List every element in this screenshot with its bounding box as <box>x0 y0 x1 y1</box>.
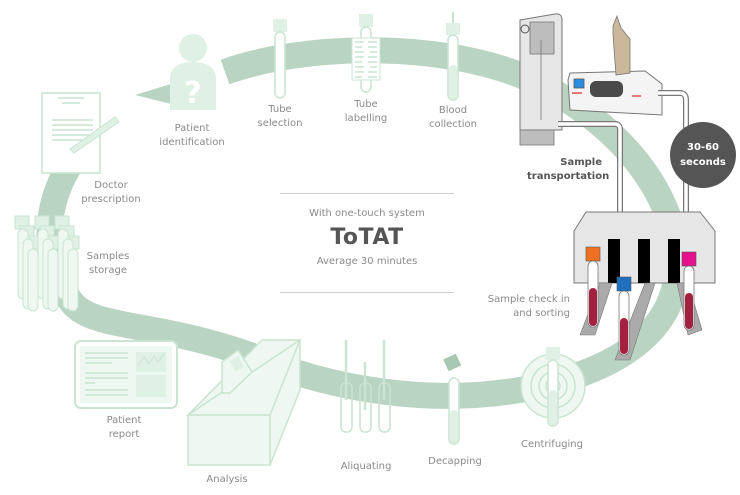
center-summary: With one-touch system ToTAT Average 30 m… <box>280 208 454 267</box>
step-label-blood-collection: Blood collection <box>429 104 477 132</box>
step-label-line: Aliquating <box>340 461 392 472</box>
step-label-samples-storage: Samples storage <box>87 250 130 278</box>
step-label-patient-report: Patient report <box>107 414 142 442</box>
step-label-analysis: Analysis <box>206 473 247 487</box>
step-label-sample-check-in: Sample check in and sorting <box>480 293 570 321</box>
step-label-line: transportation <box>527 171 610 182</box>
step-label-line: Centrifuging <box>521 439 583 450</box>
pneumatic-tube-station-icon <box>519 13 563 146</box>
center-caption: Average 30 minutes <box>316 256 418 267</box>
step-label-aliquating: Aliquating <box>341 460 392 474</box>
duration-badge: 30-60 seconds <box>670 122 736 188</box>
step-label-line: Blood <box>438 105 468 116</box>
patient-report-tablet-icon <box>74 340 178 409</box>
samples-storage-rack-icon <box>14 215 80 312</box>
decapping-tube-icon <box>443 353 462 445</box>
svg-text:?: ? <box>184 76 201 111</box>
duration-badge-unit: seconds <box>680 157 726 168</box>
prescription-icon <box>41 92 120 174</box>
step-label-line: report <box>108 429 140 440</box>
step-label-line: Sample check in <box>487 294 570 305</box>
step-label-tube-selection: Tube selection <box>258 103 303 131</box>
step-label-line: labelling <box>344 113 388 124</box>
blood-tube-blue-cap-icon <box>616 276 632 356</box>
step-label-line: Patient <box>106 415 142 426</box>
step-label-decapping: Decapping <box>428 455 482 469</box>
step-label-line: Sample <box>560 157 602 168</box>
aliquating-tubes-icon <box>340 340 391 433</box>
step-label-line: Doctor <box>94 180 128 191</box>
step-label-tube-labelling: Tube labelling <box>345 98 387 126</box>
step-label-line: collection <box>429 119 477 130</box>
step-label-line: Analysis <box>206 474 248 485</box>
step-label-patient-identification: Patient identification <box>159 122 224 150</box>
center-top-divider <box>280 193 454 194</box>
labelled-tube-icon <box>351 14 381 93</box>
tube-icon <box>273 19 287 99</box>
step-label-line: selection <box>257 118 303 129</box>
step-label-line: Tube <box>354 99 378 110</box>
duration-badge-value: 30-60 <box>687 142 719 153</box>
center-title: ToTAT <box>330 225 404 250</box>
blood-collection-tube-icon <box>446 12 460 101</box>
step-label-line: storage <box>89 265 127 276</box>
centrifuge-icon <box>520 347 586 427</box>
blood-tube-magenta-cap-icon <box>681 251 697 331</box>
step-label-line: and sorting <box>513 308 570 319</box>
blood-tube-orange-cap-icon <box>585 246 601 328</box>
sample-analyzer-machine-icon <box>567 14 663 116</box>
analyzer-icon <box>185 338 302 466</box>
center-bottom-divider <box>280 292 454 293</box>
patient-silhouette-icon: ? <box>170 34 216 111</box>
step-label-line: Patient <box>174 123 210 134</box>
step-label-centrifuging: Centrifuging <box>521 438 583 452</box>
center-subtitle: With one-touch system <box>309 208 425 219</box>
step-label-line: Tube <box>268 104 292 115</box>
step-label-line: Samples <box>86 251 130 262</box>
step-label-doctor-prescription: Doctor prescription <box>81 179 141 207</box>
step-label-line: prescription <box>81 194 141 205</box>
step-label-line: Decapping <box>428 456 482 467</box>
step-label-line: identification <box>159 137 225 148</box>
step-label-sample-transportation: Sample transportation <box>527 156 610 184</box>
